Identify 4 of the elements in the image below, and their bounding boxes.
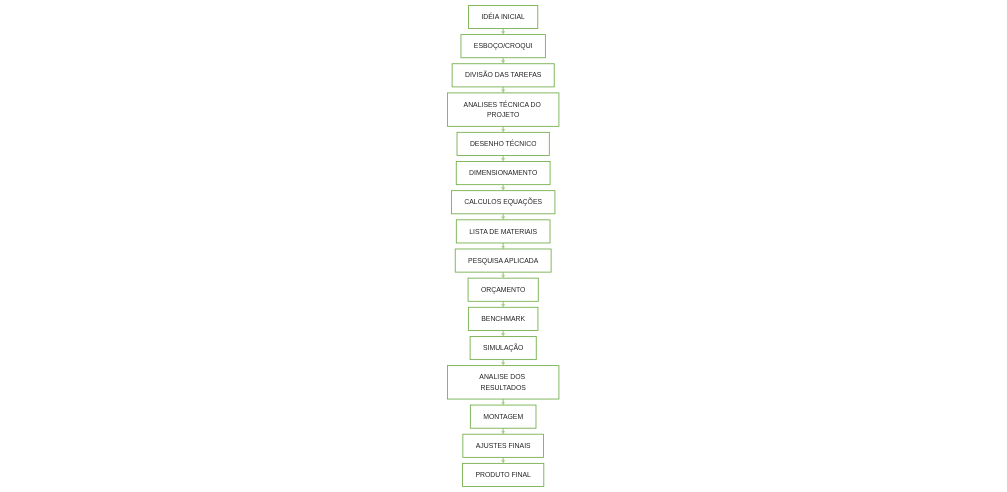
arrow	[501, 427, 506, 435]
arrow	[501, 184, 506, 191]
arrow	[501, 242, 506, 250]
arrow	[501, 456, 506, 464]
